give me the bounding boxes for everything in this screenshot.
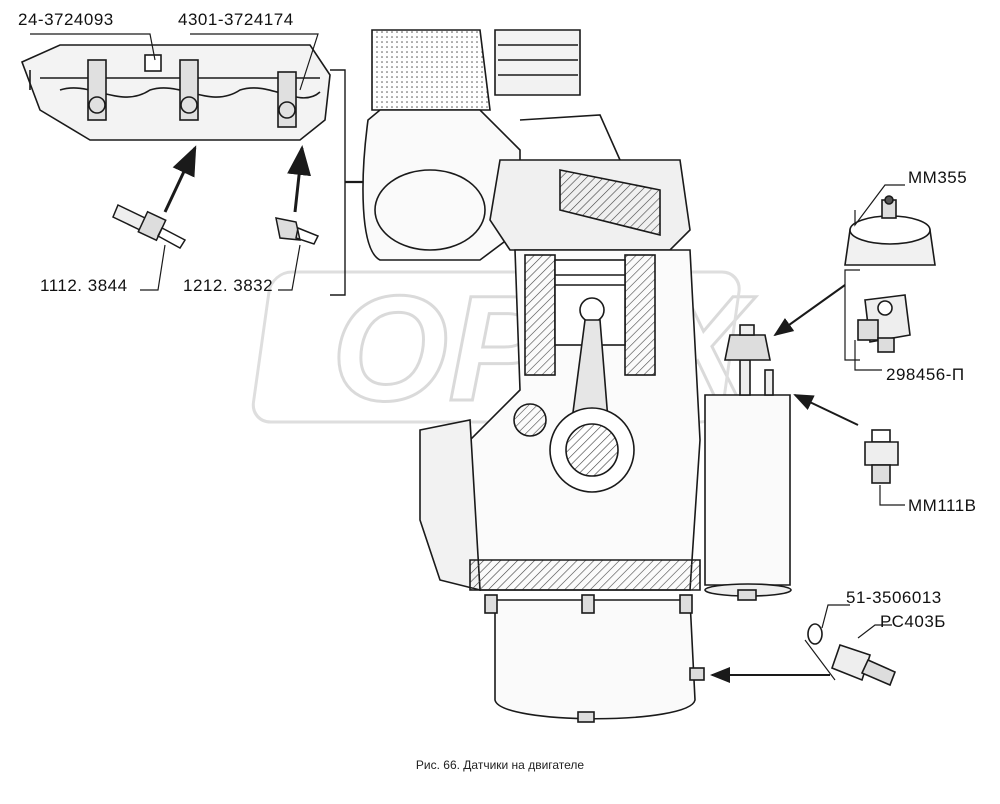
- leader-upper-left-1: [30, 33, 156, 61]
- sensor-mm111v: [864, 429, 899, 484]
- label-mm355: ММ355: [908, 168, 968, 187]
- figure-caption: Рис. 66. Датчики на двигателе: [415, 758, 585, 772]
- label-298456-p: 298456-П: [886, 365, 965, 384]
- label-24-3724093: 24-3724093: [18, 10, 114, 29]
- leader-upper-left-2: [190, 33, 319, 91]
- label-51-3506013: 51-3506013: [846, 588, 942, 607]
- bracket-right: [844, 269, 860, 361]
- engine-body: [362, 29, 792, 723]
- sensor-rs403b: [830, 643, 897, 687]
- washer-51-3506013: [807, 623, 823, 645]
- adapter-298456: [857, 294, 911, 353]
- injector-rail: [20, 44, 331, 141]
- label-4301-3724174: 4301-3724174: [178, 10, 294, 29]
- label-mm111v: ММ111В: [908, 496, 977, 515]
- bracket-line: [330, 69, 346, 296]
- label-rs403b: РС403Б: [880, 612, 946, 631]
- sensor-mm355: [844, 195, 936, 266]
- sensor-1112: [112, 203, 187, 249]
- label-1112-3844: 1112. 3844: [40, 276, 128, 295]
- label-1212-3832: 1212. 3832: [183, 276, 274, 295]
- sensor-1212: [275, 217, 320, 245]
